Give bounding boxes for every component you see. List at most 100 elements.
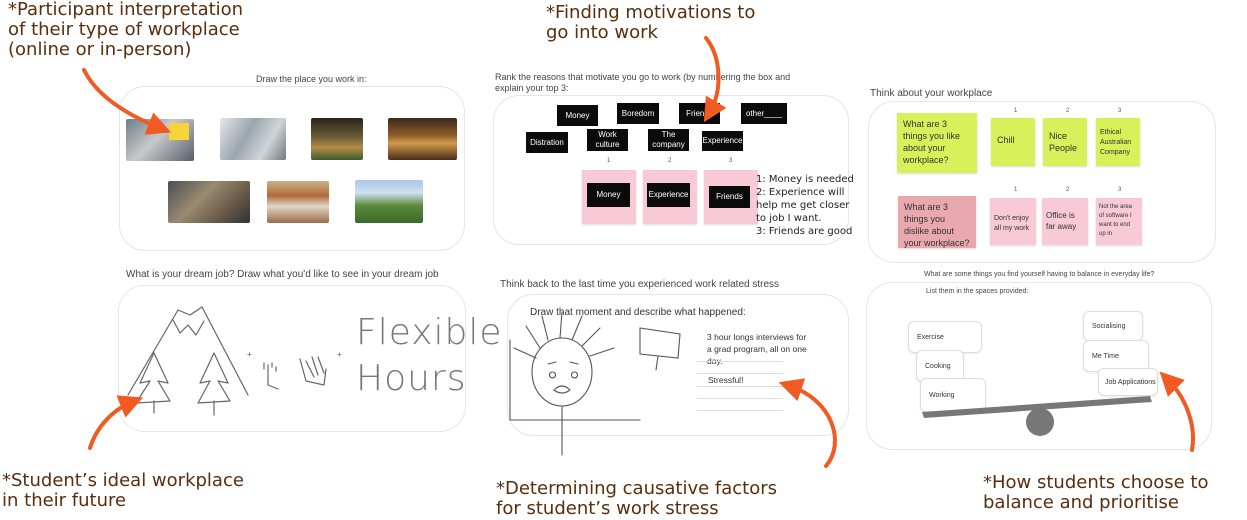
dislike-text: far away: [1046, 222, 1077, 231]
motivation-panel-title: Rank the reasons that motivate you go to…: [495, 72, 790, 94]
motivation-tag: Boredom: [617, 103, 659, 124]
body-and-frame: [509, 339, 641, 456]
ranked-tag: Experience: [647, 183, 690, 207]
dream-panel: [118, 285, 466, 432]
like-text: Chill: [997, 135, 1015, 145]
annotation-ideal-workplace: *Student’s ideal workplace in their futu…: [2, 471, 244, 511]
question-line: things you like: [903, 131, 961, 141]
balance-card-left: Working: [920, 378, 986, 412]
stress-panel: [507, 294, 849, 436]
like-sticky: Nice People: [1043, 118, 1087, 166]
annotation-line: (online or in-person): [8, 39, 192, 60]
yellow-sticky-note: [169, 123, 189, 140]
stress-prompt: Draw that moment and describe what happe…: [530, 307, 746, 318]
answer-line: [697, 386, 783, 387]
description-line: 3 hour longs interviews for: [707, 332, 807, 342]
explanation-line: 1: Money is needed: [756, 174, 854, 185]
motivation-tag: Work culture: [587, 129, 628, 151]
stress-feeling: Stressful!: [708, 375, 744, 385]
motivation-tag: Experience: [702, 131, 743, 151]
answer-line: [697, 373, 783, 374]
annotation-workplace-type: *Participant interpretation of their typ…: [8, 0, 243, 60]
question-line: What are 3: [903, 119, 948, 129]
question-line: things you: [904, 214, 946, 224]
dream-panel-title: What is your dream job? Draw what you'd …: [126, 269, 439, 280]
annotation-balance: *How students choose to balance and prio…: [983, 473, 1208, 513]
sign-sketch: [639, 327, 681, 371]
annotation-line: *How students choose to: [983, 472, 1209, 493]
explanation-line: 2: Experience will: [756, 187, 845, 198]
like-sticky: Chill: [991, 118, 1035, 166]
plus-sign: +: [247, 350, 252, 359]
dislike-sticky: Not the area of software I want to end u…: [1096, 198, 1142, 245]
question-line: workplace?: [903, 155, 949, 165]
dislike-sticky: Don't enjoy all my work: [990, 198, 1036, 245]
answer-line: [697, 398, 783, 399]
question-line: about your: [903, 143, 946, 153]
dislike-text: want to end: [1099, 222, 1131, 228]
motivation-tag: The company: [648, 129, 689, 151]
annotation-motivations: *Finding motivations to go into work: [546, 3, 755, 43]
dislike-text: Office is: [1046, 211, 1075, 220]
dislike-sticky: Office is far away: [1042, 198, 1088, 245]
hair-spikes: [513, 311, 615, 359]
explanation-line: to job I want.: [756, 213, 822, 224]
annotation-line: *Student’s ideal workplace: [2, 470, 244, 491]
dislike-text: Don't enjoy: [994, 215, 1029, 222]
drawing-text-line: Hours: [356, 358, 467, 399]
like-sticky: Ethical Australian Company: [1096, 118, 1140, 166]
balance-card-left: Cooking: [916, 350, 964, 382]
annotation-line: balance and prioritise: [983, 492, 1179, 513]
flexible-hours-text: Flexible Hours: [356, 310, 503, 402]
stress-drawing: [509, 311, 681, 456]
annotation-line: for student’s work stress: [496, 498, 719, 519]
question-line: dislike about: [904, 226, 955, 236]
seesaw-plank: [922, 396, 1152, 418]
balance-panel-title: What are some things you find yourself h…: [924, 271, 1155, 278]
tree-sketch: [197, 352, 231, 416]
balance-card-left: Exercise: [908, 321, 982, 353]
title-line: Rank the reasons that motivate you go to…: [495, 72, 791, 82]
explanation-line: 3: Friends are good: [756, 226, 853, 237]
description-line: a grad program, all on one: [707, 344, 807, 354]
like-text: Nice: [1049, 131, 1068, 141]
workplace-panel-title: Draw the place you work in:: [256, 74, 367, 84]
workplace-panel: [119, 86, 465, 251]
explanation-line: help me get closer: [756, 200, 850, 211]
annotation-line: of their type of workplace: [8, 19, 240, 40]
like-number: 1: [1014, 108, 1018, 114]
balance-card-right: Job Applications: [1098, 368, 1158, 396]
dislike-number: 2: [1066, 187, 1070, 193]
rank-number: 3: [729, 158, 733, 164]
like-question-sticky: What are 3 things you like about your wo…: [897, 113, 977, 173]
answer-line: [697, 410, 783, 411]
arrow-motivations: [703, 36, 727, 123]
tree-sketch: [135, 352, 171, 414]
hand-sketch: [299, 356, 327, 386]
dislike-text: up in: [1099, 231, 1113, 237]
annotation-line: go into work: [546, 22, 658, 43]
motivation-tag: other____: [741, 103, 787, 124]
motivation-tag: Distration: [526, 132, 568, 153]
dislike-text: of software I: [1099, 213, 1132, 219]
dislike-text: all my work: [994, 225, 1030, 232]
annotation-stress-factors: *Determining causative factors for stude…: [496, 479, 777, 519]
workplace-photo: [311, 118, 363, 160]
motivation-tag: Money: [557, 105, 598, 126]
plus-sign: +: [337, 350, 342, 359]
arrow-dream-job: [88, 395, 144, 450]
title-line: explain your top 3:: [495, 83, 569, 93]
annotation-line: in their future: [2, 490, 127, 511]
like-text: Company: [1100, 149, 1130, 156]
like-number: 3: [1118, 108, 1122, 114]
stress-panel-title: Think back to the last time you experien…: [500, 279, 780, 290]
workplace-photo: [388, 118, 457, 160]
dislike-number: 1: [1014, 187, 1018, 193]
dislike-text: Not the area: [1099, 204, 1133, 210]
annotation-line: *Determining causative factors: [496, 478, 778, 499]
mountain-snowline: [172, 319, 205, 336]
annotation-line: *Participant interpretation: [8, 0, 244, 20]
ranked-tag: Friends: [709, 186, 750, 208]
think-panel-title: Think about your workplace: [870, 88, 993, 99]
